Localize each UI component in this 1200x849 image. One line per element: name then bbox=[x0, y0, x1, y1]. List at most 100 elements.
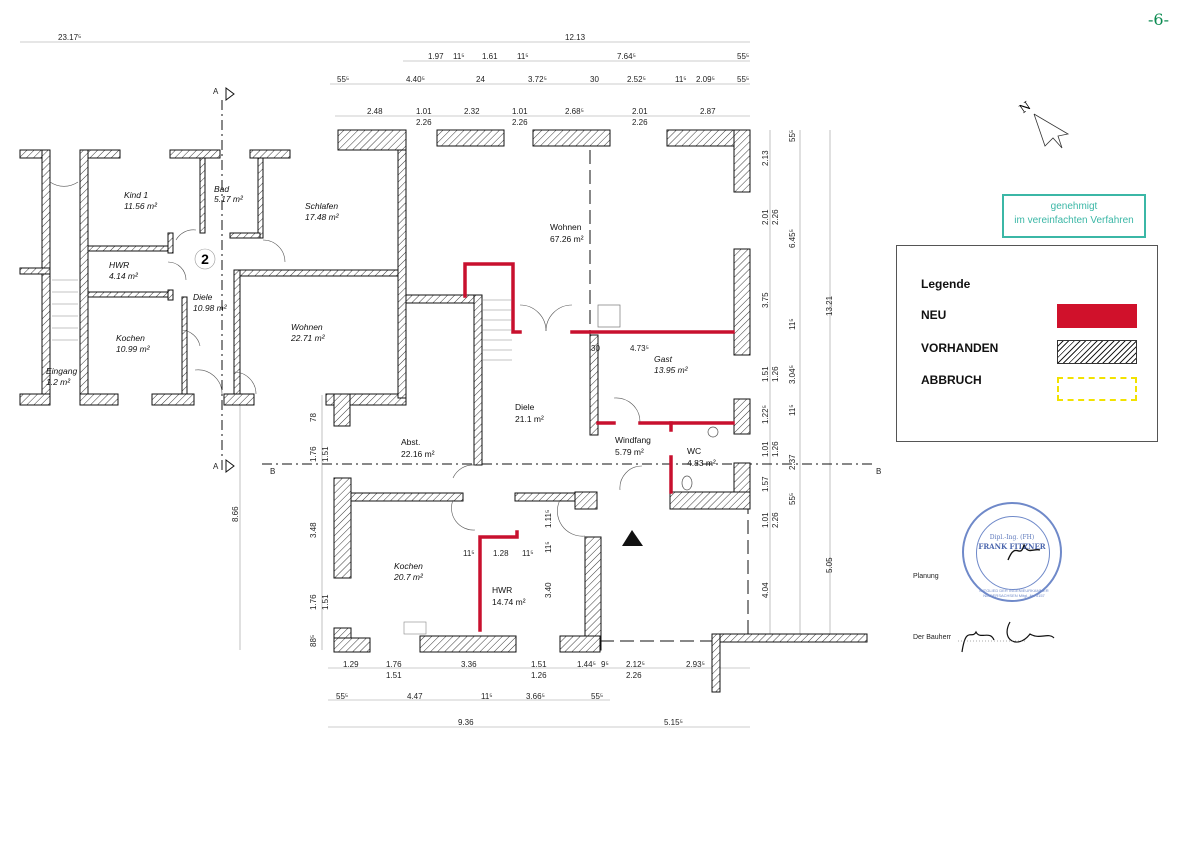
room-area: 17.48 m² bbox=[305, 212, 340, 222]
new-walls bbox=[463, 262, 735, 632]
dimension-label: 78 bbox=[309, 413, 318, 422]
dimension-label: 2.68⁵ bbox=[565, 107, 584, 116]
dimension-label: 1.57 bbox=[761, 476, 770, 492]
dimension-label: 30 bbox=[590, 75, 599, 84]
legend-label-neu: NEU bbox=[921, 308, 947, 322]
door-swings bbox=[49, 181, 719, 635]
north-label: N bbox=[1017, 99, 1034, 116]
room-name: WC bbox=[687, 446, 701, 456]
room-area: 67.26 m² bbox=[550, 234, 584, 244]
dimension-label: 55⁵ bbox=[737, 52, 749, 61]
dimension-label: 1.29 bbox=[343, 660, 359, 669]
dimension-label: 2.37 bbox=[788, 454, 797, 470]
entrance-marker-icon bbox=[622, 530, 643, 546]
dimension-label: 88⁵ bbox=[309, 635, 318, 647]
dimension-label: 11⁵ bbox=[463, 549, 475, 558]
room-area: 10.98 m² bbox=[193, 303, 228, 313]
room-area: 1.2 m² bbox=[46, 377, 71, 387]
dimension-label: 30 bbox=[591, 344, 600, 353]
dimension-label: 55⁵ bbox=[788, 130, 797, 142]
dimension-label: 3.72⁵ bbox=[528, 75, 547, 84]
dimension-label: 1.76 bbox=[386, 660, 402, 669]
dimension-label: 2.01 bbox=[761, 209, 770, 225]
bauherr-label: Der Bauherr bbox=[913, 634, 952, 641]
room-labels: Kind 1 11.56 m² Bad 5.17 m² Schlafen 17.… bbox=[46, 184, 716, 607]
engineer-seal: Dipl.-Ing. (FH) FRANK FITZNER MITGLIED D… bbox=[962, 502, 1062, 602]
dimension-lines bbox=[20, 41, 831, 728]
unit-number: 2 bbox=[201, 251, 209, 267]
dimension-label: 1.51 bbox=[321, 446, 330, 462]
dimension-label: 1.11⁵ bbox=[544, 510, 553, 528]
dimension-label: 4.40⁵ bbox=[406, 75, 425, 84]
room-area: 4.14 m² bbox=[109, 271, 139, 281]
dimension-label: 2.13 bbox=[761, 150, 770, 166]
dimension-label: 1.76 bbox=[309, 594, 318, 610]
dimension-label: 55⁵ bbox=[337, 75, 349, 84]
room-name: Kochen bbox=[394, 561, 423, 571]
room-name: Windfang bbox=[615, 435, 651, 445]
dimension-label: 12.13 bbox=[565, 33, 586, 42]
dimension-label: 13.21 bbox=[825, 295, 834, 316]
dimension-label: 8.66 bbox=[231, 506, 240, 522]
legend-label-abbruch: ABBRUCH bbox=[921, 373, 982, 387]
room-name: Abst. bbox=[401, 437, 420, 447]
dimension-label: 6.45⁵ bbox=[788, 229, 797, 248]
dimension-label: 3.75 bbox=[761, 292, 770, 308]
dimension-label: 23.17⁵ bbox=[58, 33, 81, 42]
dimension-label: 7.64⁵ bbox=[617, 52, 636, 61]
dimension-label: 1.26 bbox=[771, 441, 780, 457]
dimension-label: 2.26 bbox=[771, 209, 780, 225]
existing-walls bbox=[19, 129, 868, 693]
dimension-label: 2.52⁵ bbox=[627, 75, 646, 84]
dimension-label: 11⁵ bbox=[788, 318, 797, 330]
dimension-label: 3.04⁵ bbox=[788, 365, 797, 384]
dimension-label: 11⁵ bbox=[544, 541, 553, 553]
dimension-label: 1.01 bbox=[512, 107, 528, 116]
room-area: 4.83 m² bbox=[687, 458, 716, 468]
dimension-label: 55⁵ bbox=[336, 692, 348, 701]
room-name: Kochen bbox=[116, 333, 145, 343]
dimension-label: 1.22⁵ bbox=[761, 405, 770, 424]
dimension-label: 1.26 bbox=[771, 366, 780, 382]
dimension-label: 2.87 bbox=[700, 107, 716, 116]
room-area: 22.71 m² bbox=[290, 333, 326, 343]
legend-title: Legende bbox=[921, 277, 971, 291]
dimension-label: 11⁵ bbox=[517, 52, 529, 61]
room-name: Kind 1 bbox=[124, 190, 148, 200]
dimension-label: 1.97 bbox=[428, 52, 444, 61]
section-lines bbox=[221, 87, 872, 642]
dimension-label: 1.51 bbox=[761, 366, 770, 382]
dimension-label: 2.12⁵ bbox=[626, 660, 645, 669]
room-name: Schlafen bbox=[305, 201, 338, 211]
dimension-label: 3.40 bbox=[544, 582, 553, 598]
dimension-label: 11⁵ bbox=[522, 549, 534, 558]
dimension-label: 2.26 bbox=[626, 671, 642, 680]
legend-swatch-vorhanden bbox=[1057, 340, 1137, 364]
room-name: Gast bbox=[654, 354, 673, 364]
unit-number-circle bbox=[194, 248, 216, 270]
dimension-label: 2.01 bbox=[632, 107, 648, 116]
dimension-label: 1.26 bbox=[531, 671, 547, 680]
section-mark-b-right: B bbox=[876, 467, 881, 476]
dimension-label: 24 bbox=[476, 75, 485, 84]
planung-label: Planung bbox=[913, 573, 939, 580]
dimension-label: 4.04 bbox=[761, 582, 770, 598]
dimension-label: 1.76 bbox=[309, 446, 318, 462]
room-area: 13.95 m² bbox=[654, 365, 689, 375]
dimension-label: 2.26 bbox=[632, 118, 648, 127]
page-number: -6- bbox=[1148, 10, 1169, 29]
dimension-label: 9⁵ bbox=[601, 660, 609, 669]
dimension-label: 2.09⁵ bbox=[696, 75, 715, 84]
stamp-line-2: im vereinfachten Verfahren bbox=[1014, 215, 1134, 226]
north-arrow-icon: N bbox=[1017, 99, 1070, 149]
room-name: HWR bbox=[492, 585, 512, 595]
section-mark-a-bottom: A bbox=[213, 462, 219, 471]
dimension-label: 55⁵ bbox=[591, 692, 603, 701]
dimension-label: 2.26 bbox=[512, 118, 528, 127]
stamp-line-1: genehmigt bbox=[1050, 201, 1098, 212]
section-mark-a-top: A bbox=[213, 87, 219, 96]
room-area: 20.7 m² bbox=[393, 572, 424, 582]
dimension-label: 11⁵ bbox=[788, 404, 797, 416]
dimension-label: 3.36 bbox=[461, 660, 477, 669]
